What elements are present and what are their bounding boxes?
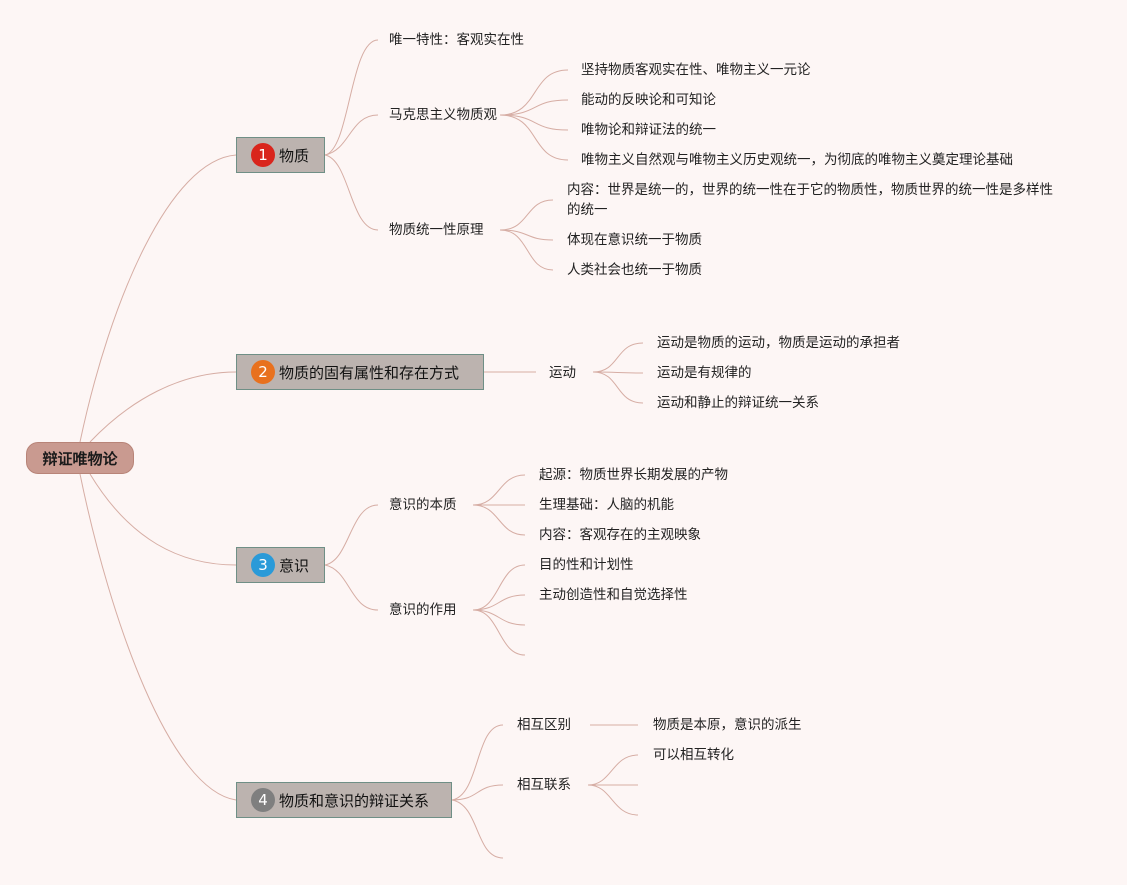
node-unity-item[interactable]: 体现在意识统一于物质 <box>567 232 702 248</box>
connector-marxist-4 <box>499 114 569 161</box>
node-mutual-connection[interactable]: 相互联系 <box>517 777 571 793</box>
connector-unity-1 <box>499 199 554 231</box>
node-essence-item[interactable]: 内容：客观存在的主观映象 <box>539 527 701 543</box>
node-connection-item[interactable]: 可以相互转化 <box>653 747 734 763</box>
topic-label: 物质的固有属性和存在方式 <box>279 363 460 382</box>
node-marxist-item[interactable]: 唯物主义自然观与唯物主义历史观统一，为彻底的唯物主义奠定理论基础 <box>581 152 1013 168</box>
node-difference-item[interactable]: 物质是本原，意识的派生 <box>653 717 802 733</box>
connector-role-4 <box>472 609 526 656</box>
topic-label: 意识 <box>279 556 310 575</box>
topic-label: 物质 <box>279 146 310 165</box>
connector-root-topic2 <box>89 371 237 443</box>
node-essence-item[interactable]: 起源：物质世界长期发展的产物 <box>539 467 728 483</box>
node-unity-principle[interactable]: 物质统一性原理 <box>389 222 484 238</box>
connector-marxist-2 <box>499 99 569 116</box>
node-role-item[interactable]: 目的性和计划性 <box>539 557 634 573</box>
connector-topic4-extra <box>451 799 504 859</box>
node-unity-item[interactable]: 人类社会也统一于物质 <box>567 262 702 278</box>
connector-role-2 <box>472 594 526 611</box>
connector-unity-3 <box>499 229 554 271</box>
number-badge-icon: 4 <box>251 788 275 812</box>
root-node[interactable]: 辩证唯物论 <box>26 442 134 474</box>
connector-essence-3 <box>472 504 526 536</box>
number-badge-icon: 3 <box>251 553 275 577</box>
node-role-item[interactable]: 主动创造性和自觉选择性 <box>539 587 688 603</box>
node-consciousness-role[interactable]: 意识的作用 <box>389 602 457 618</box>
node-essence-item[interactable]: 生理基础：人脑的机能 <box>539 497 674 513</box>
number-badge-icon: 1 <box>251 143 275 167</box>
node-motion[interactable]: 运动 <box>549 365 576 381</box>
number-badge-icon: 2 <box>251 360 275 384</box>
connector-motion-1 <box>592 342 644 373</box>
connector-root-topic4 <box>79 473 237 801</box>
topic-consciousness[interactable]: 3 意识 <box>236 547 325 583</box>
connector-motion-3 <box>592 371 644 404</box>
connector-root-topic1 <box>79 154 237 443</box>
connector-marxist-3 <box>499 114 569 131</box>
connector-role-3 <box>472 609 526 626</box>
root-label: 辩证唯物论 <box>42 449 118 468</box>
node-motion-item[interactable]: 运动和静止的辩证统一关系 <box>657 395 819 411</box>
node-marxist-view[interactable]: 马克思主义物质观 <box>389 107 497 123</box>
topic-label: 物质和意识的辩证关系 <box>279 791 430 810</box>
node-mutual-difference[interactable]: 相互区别 <box>517 717 571 733</box>
connector-topic1-unity <box>324 154 379 231</box>
node-motion-item[interactable]: 运动是物质的运动，物质是运动的承担者 <box>657 335 900 351</box>
connector-marxist-1 <box>499 69 569 116</box>
connector-topic3-essence <box>324 504 379 566</box>
connector-topic4-connection <box>451 784 504 801</box>
node-marxist-item[interactable]: 唯物论和辩证法的统一 <box>581 122 716 138</box>
node-unity-item[interactable]: 内容：世界是统一的，世界的统一性在于它的物质性，物质世界的统一性是多样性的统一 <box>567 182 1053 218</box>
connector-topic1-marxist <box>324 114 379 156</box>
connector-connection-1 <box>587 754 639 786</box>
connector-root-topic3 <box>89 473 237 566</box>
connector-topic1-unique <box>324 39 379 156</box>
topic-attributes[interactable]: 2 物质的固有属性和存在方式 <box>236 354 484 390</box>
node-motion-item[interactable]: 运动是有规律的 <box>657 365 752 381</box>
connector-topic4-difference <box>451 724 504 801</box>
node-consciousness-essence[interactable]: 意识的本质 <box>389 497 457 513</box>
topic-relation[interactable]: 4 物质和意识的辩证关系 <box>236 782 452 818</box>
connector-motion-2 <box>592 371 644 374</box>
connector-connection-3 <box>587 784 639 816</box>
node-marxist-item[interactable]: 能动的反映论和可知论 <box>581 92 716 108</box>
connector-topic3-role <box>324 564 379 611</box>
node-marxist-item[interactable]: 坚持物质客观实在性、唯物主义一元论 <box>581 62 811 78</box>
node-unique-property[interactable]: 唯一特性：客观实在性 <box>389 32 524 48</box>
connector-role-1 <box>472 564 526 611</box>
connector-unity-2 <box>499 229 554 241</box>
connector-essence-1 <box>472 474 526 506</box>
topic-matter[interactable]: 1 物质 <box>236 137 325 173</box>
